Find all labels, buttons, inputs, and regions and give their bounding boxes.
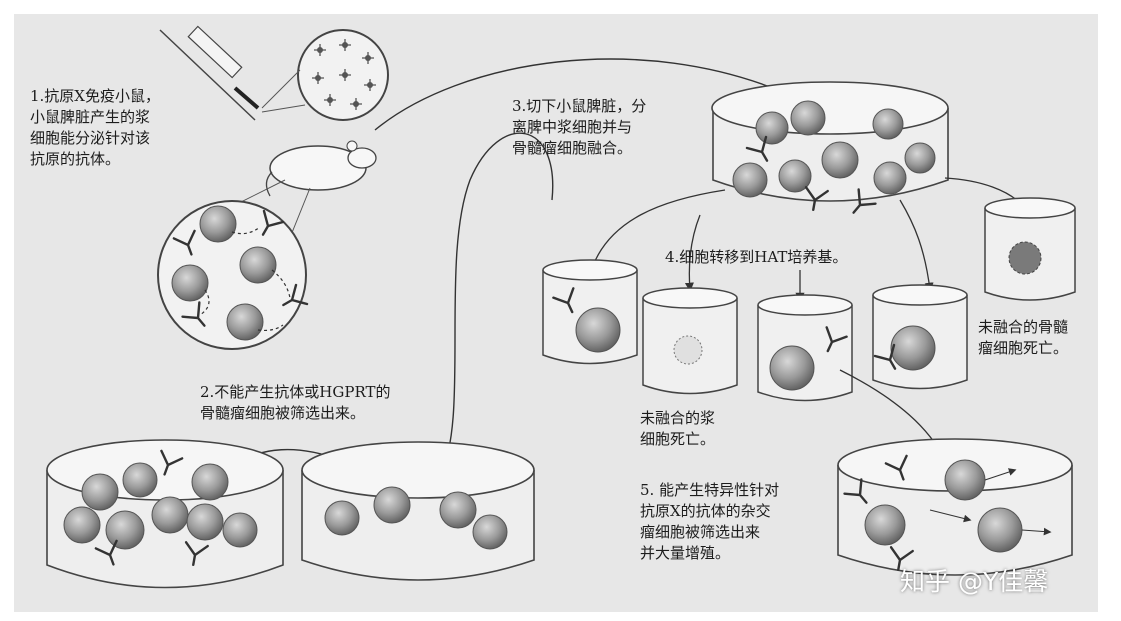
antigen-magnified-icon [262,30,388,120]
step-2-label: 2.不能产生抗体或HGPRT的 骨髓瘤细胞被筛选出来。 [200,382,391,424]
hat-beaker-3 [758,295,852,401]
syringe-icon [160,26,258,120]
unfused-plasma-note: 未融合的浆 细胞死亡。 [640,408,715,450]
step-4-label: 4.细胞转移到HAT培养基。 [665,247,847,268]
myeloma-dish [47,440,283,588]
hat-beaker-4 [873,285,967,389]
step-5-label: 5. 能产生特异性针对 抗原X的抗体的杂交 瘤细胞被筛选出来 并大量增殖。 [640,480,779,564]
hat-beaker-2 [643,288,737,394]
hat-beaker-1 [543,260,637,364]
unfused-myeloma-note: 未融合的骨髓 瘤细胞死亡。 [978,317,1068,359]
step-1-label: 1.抗原X免疫小鼠， 小鼠脾脏产生的浆 细胞能分泌针对该 抗原的抗体。 [30,86,160,170]
fusion-dish [712,82,948,220]
selected-myeloma-dish [302,442,534,580]
step-3-label: 3.切下小鼠脾脏，分 离脾中浆细胞并与 骨髓瘤细胞融合。 [512,96,646,159]
hybridoma-dish [838,439,1072,575]
hat-beaker-5 [985,198,1075,300]
watermark: 知乎 @Y佳馨 [900,562,1048,598]
mouse-icon [266,141,376,196]
plasma-cells-magnified-icon [158,180,310,349]
